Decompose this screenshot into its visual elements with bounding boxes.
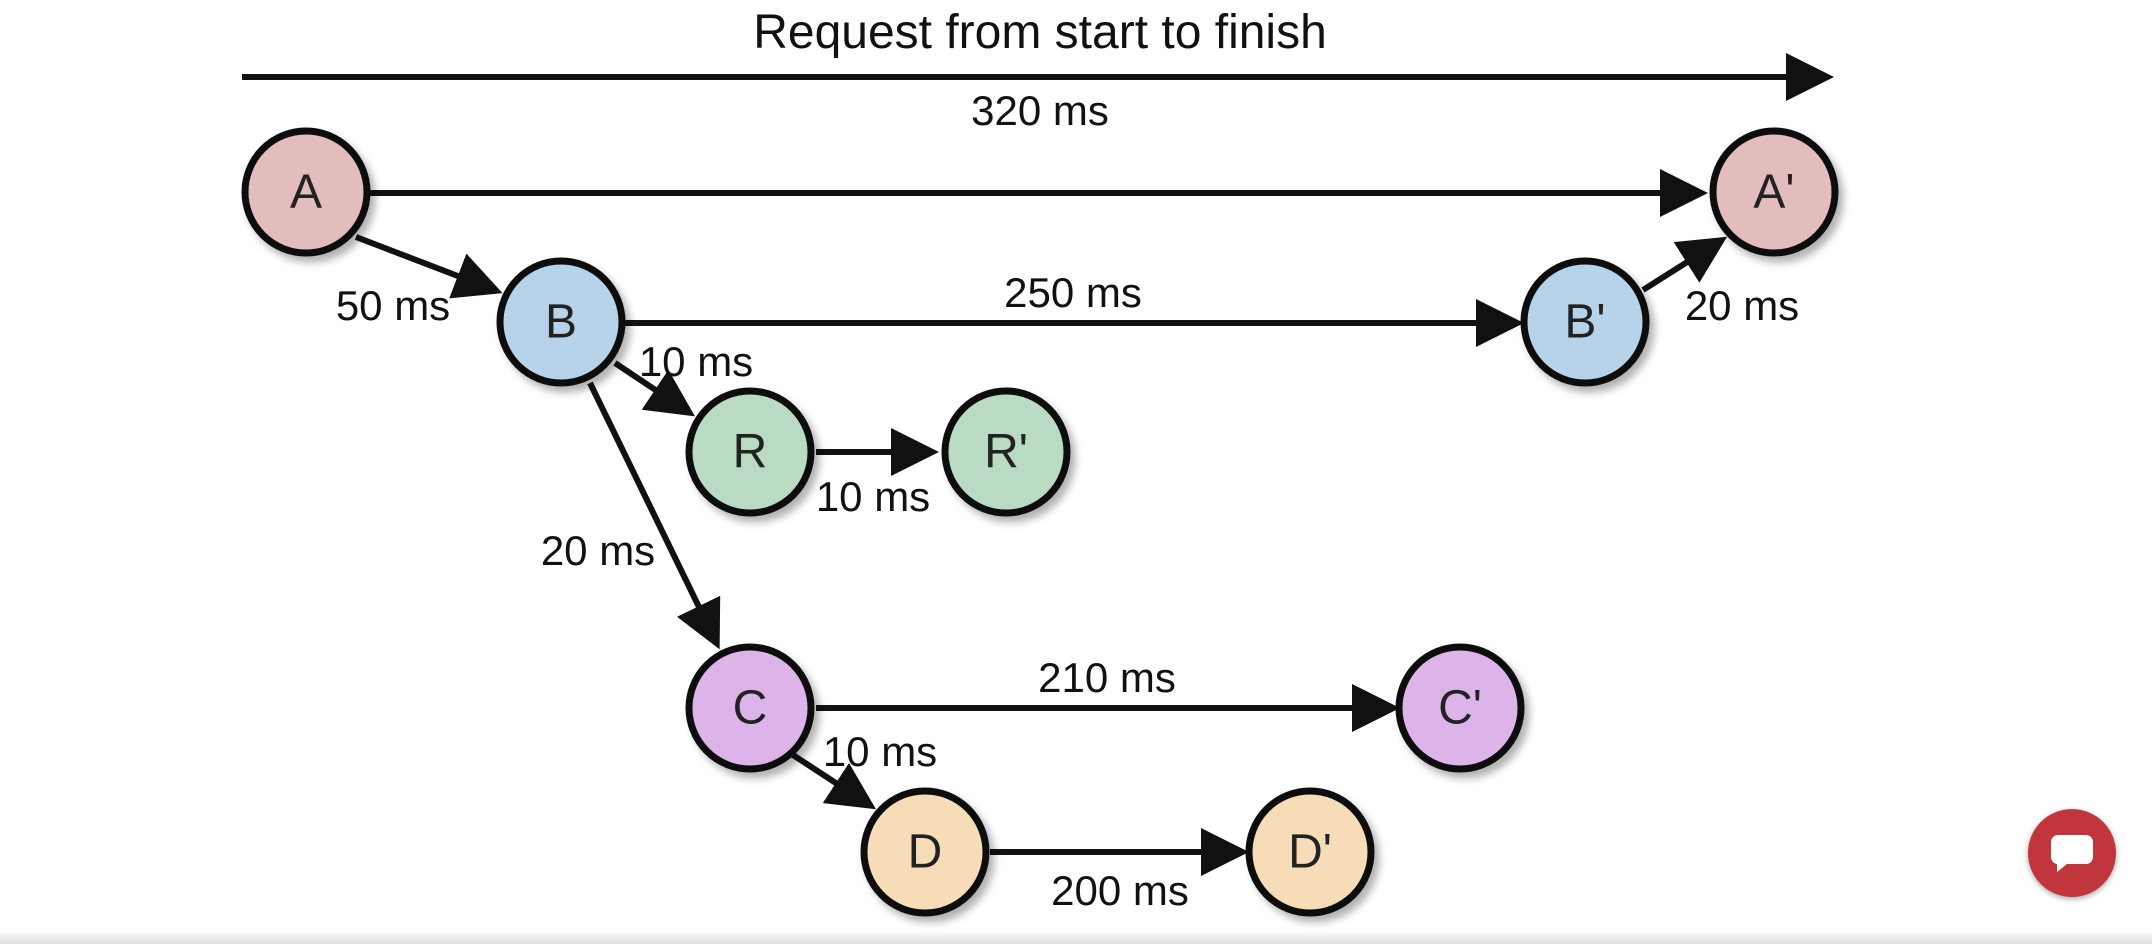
node-a-prime-label: A'	[1753, 166, 1794, 219]
node-d-prime: D'	[1245, 787, 1375, 917]
node-d-prime-label: D'	[1288, 826, 1332, 879]
edge-label-b-prime-a-prime: 20 ms	[1685, 282, 1799, 329]
edge-b-to-r	[613, 360, 695, 417]
edge-label-c-c-prime: 210 ms	[1038, 654, 1176, 701]
node-r: R	[685, 387, 815, 517]
node-c: C	[685, 643, 815, 773]
node-b-label: B	[545, 296, 577, 349]
edge-a-to-b	[354, 234, 503, 299]
node-c-prime: C'	[1395, 643, 1525, 773]
node-d-label: D	[908, 826, 943, 879]
edges-group	[354, 169, 1728, 876]
page-bottom-edge	[0, 930, 2152, 944]
edge-label-d-d-prime: 200 ms	[1051, 867, 1189, 914]
chat-bubble-icon	[2050, 835, 2093, 872]
edge-label-b-b-prime: 250 ms	[1004, 269, 1142, 316]
node-r-prime: R'	[941, 387, 1071, 517]
edge-label-c-d: 10 ms	[823, 728, 937, 775]
node-b-prime: B'	[1520, 257, 1650, 387]
chat-button[interactable]	[2028, 809, 2116, 897]
edge-label-a-b: 50 ms	[336, 282, 450, 329]
edge-b-prime-to-a-prime	[1641, 236, 1728, 293]
edge-label-r-r-prime: 10 ms	[816, 473, 930, 520]
node-a-label: A	[290, 166, 322, 219]
edge-b-to-c	[587, 381, 721, 650]
diagram-title: Request from start to finish	[753, 6, 1327, 59]
node-d: D	[860, 787, 990, 917]
node-c-label: C	[733, 682, 768, 735]
node-a-prime: A'	[1709, 127, 1839, 257]
node-a: A	[241, 127, 371, 257]
total-duration-label: 320 ms	[971, 87, 1109, 134]
edge-labels-group: 50 ms 250 ms 20 ms 10 ms 10 ms 20 ms 210…	[336, 269, 1799, 914]
edge-label-b-r: 10 ms	[639, 338, 753, 385]
node-b: B	[496, 257, 626, 387]
nodes-group: A A' B B' R R'	[241, 127, 1839, 917]
node-r-prime-label: R'	[984, 426, 1028, 479]
edge-c-to-d	[791, 752, 877, 810]
node-c-prime-label: C'	[1438, 682, 1482, 735]
edge-label-b-c: 20 ms	[541, 527, 655, 574]
node-r-label: R	[733, 426, 768, 479]
node-b-prime-label: B'	[1564, 296, 1605, 349]
